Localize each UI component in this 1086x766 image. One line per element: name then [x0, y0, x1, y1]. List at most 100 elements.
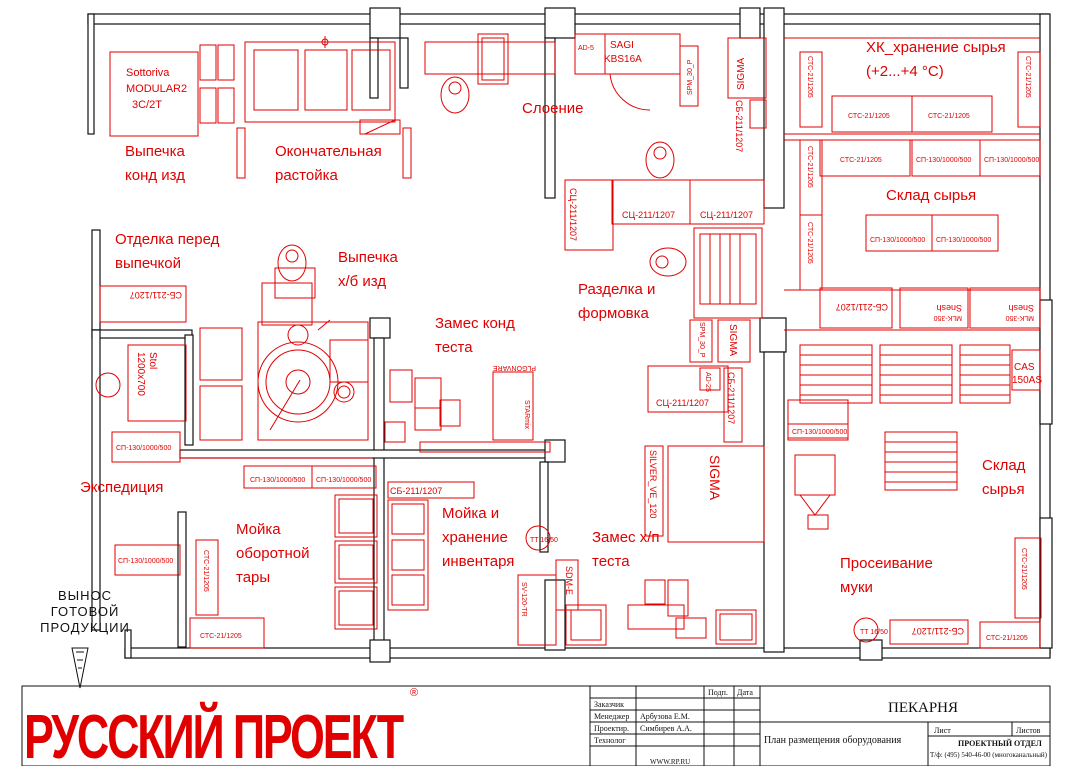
room-bake-confectionery-2: конд изд [125, 167, 185, 184]
eq-sp-raw-1: СП-130/1000/500 [916, 157, 971, 164]
eq-spm-mid: SPM_30_P [698, 322, 705, 358]
equipment-layer [95, 33, 1042, 649]
eq-sesh-1: Snesh [936, 303, 962, 313]
eq-sp-raw-3: СП-130/1000/500 [870, 237, 925, 244]
eq-sts-1: СЦ-211/1207 [622, 210, 675, 220]
tb-url: WWW.RP.RU [650, 758, 690, 766]
eq-spm30: SPM_30_P [687, 59, 694, 95]
eq-sigma-big: SIGMA [707, 455, 723, 501]
tb-col-date: Дата [737, 688, 753, 697]
eq-tt-1: TT 16/50 [530, 537, 558, 544]
eq-sb-sift: СБ-211/1207 [912, 626, 964, 636]
room-washing-inventory: Мойка и [442, 505, 499, 522]
eq-sts-side: СЦ-211/1207 [568, 188, 578, 241]
eq-sottoriva-3: 3C/2T [132, 99, 162, 111]
eq-sp-prebake: СП-130/1000/500 [116, 445, 171, 452]
divider-rounder [693, 227, 763, 319]
eq-stol-1: Stol [147, 352, 158, 369]
room-pre-bake-2: выпечкой [115, 255, 181, 272]
eq-stc-sift-side: СТС-21/1205 [1020, 548, 1027, 590]
eq-sb-wash: СБ-211/1207 [390, 486, 442, 496]
tb-list: Лист [934, 726, 951, 735]
export-label-1: ВЫНОС [58, 588, 112, 603]
eq-sigma-mid: SIGMA [727, 324, 738, 357]
eq-sts-3: СЦ-211/1207 [656, 398, 709, 408]
room-cold-storage-2: (+2...+4 °С) [866, 63, 944, 80]
eq-sesh-2: Snesh [1008, 303, 1034, 313]
eq-sp-exp-1: СП-130/1000/500 [250, 477, 305, 484]
room-labels: Выпечка конд изд Окончательная растойка … [80, 39, 1026, 596]
room-dough-confectionery-2: теста [435, 339, 473, 356]
eq-ad25: AD-25 [704, 372, 711, 392]
room-final-proofing-2: растойка [275, 167, 338, 184]
eq-sb-211-top: СБ-211/1207 [734, 100, 744, 152]
export-label: ВЫНОС ГОТОВОЙ ПРОДУКЦИИ [40, 588, 130, 689]
eq-sp-raw-2: СП-130/1000/500 [984, 157, 1039, 164]
eq-tt-2: TT 16/50 [860, 629, 888, 636]
eq-mlk-2: MLK-350 [1005, 314, 1034, 321]
room-raw-storage-top: Склад сырья [886, 187, 976, 204]
tb-col-sign: Подп. [708, 688, 728, 697]
eq-stc-wash-2: СТС-21/1205 [200, 633, 242, 640]
room-dough-confectionery: Замес конд [435, 315, 515, 332]
room-cutting-forming: Разделка и [578, 281, 655, 298]
room-final-proofing: Окончательная [275, 143, 382, 160]
eq-sv: SV-120-TR [520, 582, 527, 617]
eq-stc-raw-side: СТС-21/1205 [806, 146, 813, 188]
room-layering: Слоение [522, 100, 583, 117]
logo-registered-mark: ® [410, 687, 418, 699]
eq-starmix: STARmix [523, 400, 530, 430]
tb-drawing: План размещения оборудования [764, 735, 902, 746]
sottoriva-oven [109, 51, 199, 137]
eq-sp-exp-3: СП-130/1000/500 [118, 558, 173, 565]
eq-stc-wash: СТС-21/1205 [202, 550, 209, 592]
eq-stc-raw-1: СТС-21/1205 [840, 157, 882, 164]
export-label-2: ГОТОВОЙ [51, 604, 120, 619]
eq-ad5: AD-5 [578, 45, 594, 52]
tb-row-technologist: Технолог [594, 736, 626, 745]
eq-sp-sift: СП-130/1000/500 [792, 429, 847, 436]
tb-row-manager: Менеджер [594, 712, 629, 721]
export-label-3: ПРОДУКЦИИ [40, 620, 130, 635]
room-bake-bread-2: х/б изд [338, 273, 386, 290]
walls [87, 7, 1053, 663]
eq-cas-1: CAS [1014, 362, 1035, 373]
room-dough-bread-2: теста [592, 553, 630, 570]
room-washing-containers: Мойка [236, 521, 281, 538]
eq-sp-raw-4: СП-130/1000/500 [936, 237, 991, 244]
eq-sb-raw: СБ-211/1207 [836, 302, 888, 312]
room-washing-containers-3: тары [236, 569, 270, 586]
tb-dept: ПРОЕКТНЫЙ ОТДЕЛ [958, 739, 1042, 748]
eq-plgonvare: PLGONVARE [493, 364, 536, 371]
room-bake-bread: Выпечка [338, 249, 398, 266]
eq-stc-sift: СТС-21/1205 [986, 635, 1028, 642]
eq-stc-raw-side-2: СТС-21/1205 [806, 222, 813, 264]
room-dough-bread: Замес х/п [592, 529, 660, 546]
eq-sottoriva-1: Sottoriva [126, 67, 170, 79]
eq-sagi-1: SAGI [610, 40, 634, 51]
eq-stc-cold-side-2: СТС-21/1205 [1024, 56, 1031, 98]
equipment-labels: Sottoriva MODULAR2 3C/2T SAGI KBS16A AD-… [116, 40, 1042, 642]
eq-stc-cold-2: СТС-21/1205 [928, 113, 970, 120]
eq-sottoriva-2: MODULAR2 [126, 83, 187, 95]
eq-stc-cold-side: СТС-21/1205 [806, 56, 813, 98]
tb-listov: Листов [1016, 726, 1041, 735]
proofing-cabinet [244, 41, 396, 123]
eq-sb-mid: СБ-211/1207 [726, 372, 736, 424]
room-washing-containers-2: оборотной [236, 545, 310, 562]
tb-phone: Т/ф: (495) 540-46-00 (многоканальный) [930, 751, 1048, 759]
tb-row-customer: Заказчик [594, 700, 624, 709]
eq-sdm: SDM-E [564, 566, 574, 595]
export-arrow-icon [71, 647, 89, 689]
room-raw-storage-bottom-2: сырья [982, 481, 1025, 498]
room-expedition: Экспедиция [80, 479, 163, 496]
eq-mlk-1: MLK-350 [933, 314, 962, 321]
room-washing-inventory-3: инвентаря [442, 553, 514, 570]
logo-text: РУССКИЙ ПРОЕКТ [24, 702, 404, 766]
tb-name-manager: Арбузова Е.М. [640, 712, 690, 721]
eq-stc-cold-1: СТС-21/1205 [848, 113, 890, 120]
room-flour-sifting: Просеивание [840, 555, 933, 572]
tb-project: ПЕКАРНЯ [888, 700, 958, 716]
room-cold-storage: ХК_хранение сырья [866, 39, 1006, 56]
